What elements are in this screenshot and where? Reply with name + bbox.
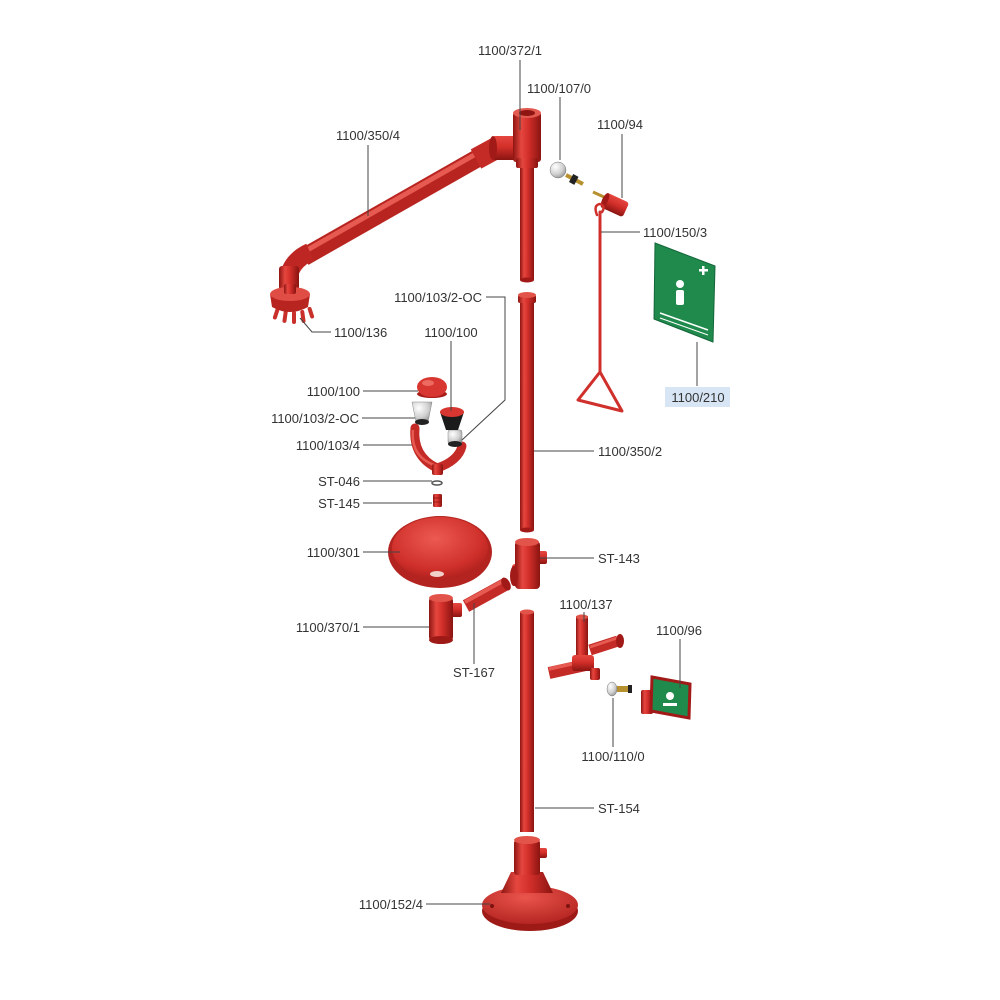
callout-bowl: 1100/301	[307, 545, 360, 560]
callout-valve-handle: 1100/94	[597, 117, 643, 132]
callout-cap-left: 1100/100	[307, 384, 360, 399]
callout-safety-sign: 1100/210	[671, 390, 724, 405]
callout-lower-pipe: ST-154	[598, 801, 640, 816]
valve-bracket	[547, 614, 624, 680]
callout-shower-arm: 1100/350/4	[336, 128, 400, 143]
callout-selection-highlight	[665, 387, 730, 407]
callout-nozzle-left: 1100/103/2-OC	[271, 411, 359, 426]
middle-pipe-segment	[518, 292, 536, 533]
washer	[431, 480, 443, 486]
callout-top-tee: 1100/372/1	[478, 43, 542, 58]
ball-valve	[606, 681, 632, 697]
callout-cap-right: 1100/100	[424, 325, 477, 340]
leader-line-shower-head	[299, 317, 331, 333]
valve-handle	[592, 190, 629, 217]
pull-rod	[576, 202, 624, 413]
dust-cap-left	[417, 377, 447, 398]
eyewash-nozzle-right	[447, 429, 463, 447]
callout-tee-st143: ST-143	[598, 551, 640, 566]
callout-bowl-fitting: 1100/370/1	[296, 620, 360, 635]
person-icon	[676, 280, 684, 288]
lower-pipe-segment	[520, 609, 534, 832]
valve-body	[549, 161, 584, 186]
callout-connector-pipe: ST-167	[453, 665, 495, 680]
connector-pipe-st167	[462, 577, 511, 612]
eye-icon	[666, 692, 674, 700]
eyewash-sign	[641, 675, 692, 720]
eyewash-bowl	[388, 516, 492, 588]
callout-floor-base: 1100/152/4	[359, 897, 423, 912]
tee-fitting-st143	[510, 538, 547, 589]
callout-middle-pipe: 1100/350/2	[598, 444, 662, 459]
callout-valve-body: 1100/107/0	[527, 81, 591, 96]
shower-icon	[664, 497, 673, 504]
floor-base	[482, 836, 578, 931]
threaded-fitting	[433, 494, 442, 507]
top-tee-fitting	[489, 108, 541, 168]
callout-eyewash-sign: 1100/96	[656, 623, 702, 638]
shower-head	[270, 284, 315, 324]
eyewash-pipe	[410, 423, 467, 475]
upper-pipe-segment	[520, 160, 534, 283]
shower-safety-sign	[653, 242, 716, 504]
callout-valve-bracket: 1100/137	[559, 597, 612, 612]
callout-pull-rod: 1100/150/3	[643, 225, 707, 240]
callout-threaded-fitting: ST-145	[318, 496, 360, 511]
callout-eyewash-pipe: 1100/103/4	[296, 438, 360, 453]
shower-arm	[279, 137, 504, 290]
callout-ball-valve: 1100/110/0	[581, 749, 644, 764]
callout-nozzle-right: 1100/103/2-OC	[394, 290, 482, 305]
callout-washer: ST-046	[318, 474, 360, 489]
callout-shower-head: 1100/136	[334, 325, 387, 340]
eyewash-nozzle-left	[411, 401, 433, 425]
bowl-fitting	[429, 594, 462, 644]
dust-cap-right	[440, 407, 464, 430]
leader-line-nozzle-right	[461, 296, 506, 441]
